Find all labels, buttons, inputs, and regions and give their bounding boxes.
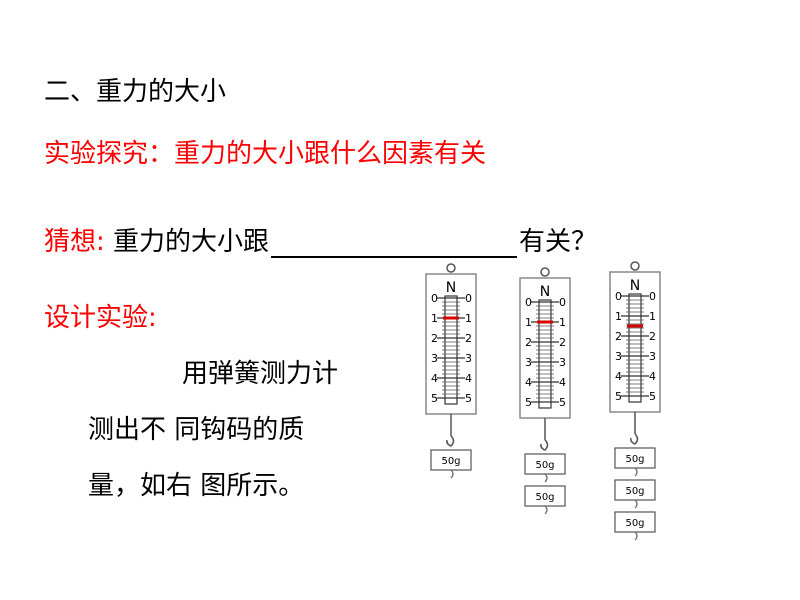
link-hook-icon [544,505,548,515]
tick-label-right: 0 [649,290,656,303]
tick-label-left: 4 [525,376,532,389]
tick-label-right: 0 [559,296,566,309]
link-hook-icon [634,531,638,541]
unit-label: N [540,284,550,300]
mass-label: 50g [535,460,554,471]
tick-label-right: 0 [465,292,472,305]
design-label: 设计实验: [44,303,157,333]
mass-label: 50g [625,486,644,497]
tick-label-left: 4 [615,370,622,383]
tick-label-right: 4 [465,372,472,385]
mass-label: 50g [625,454,644,465]
description-line-3: 量，如右 图所示。 [88,471,305,501]
tick-label-left: 1 [525,316,532,329]
hanging-ring [630,261,640,271]
tick-label-right: 5 [649,390,656,403]
tick-label-left: 2 [525,336,532,349]
tick-label-left: 0 [431,292,438,305]
tick-label-left: 5 [615,390,622,403]
tick-label-left: 3 [615,350,622,363]
tick-label-right: 2 [465,332,472,345]
spring-scale-2: N0 0 1 1 2 2 3 3 4 4 5 5 50g 50g [519,267,571,515]
hook-icon [446,435,455,447]
tick-label-left: 5 [431,392,438,405]
hanging-ring [540,267,550,277]
description-line-2: 测出不 同钩码的质 [88,415,305,445]
tick-label-left: 5 [525,396,532,409]
tick-label-right: 2 [559,336,566,349]
guess-line: 猜想: 重力的大小跟 有关？ [44,226,597,258]
spring-scale-3: N0 0 1 1 2 2 3 3 4 4 5 5 50g 50g 50g [609,261,661,541]
guess-suffix: 有关？ [519,227,598,257]
link-hook-icon [450,469,454,479]
guess-label: 猜想: [44,227,105,257]
tick-label-right: 3 [649,350,656,363]
link-hook-icon [544,473,548,483]
hanging-ring [446,263,456,273]
tick-label-left: 0 [615,290,622,303]
unit-label: N [446,280,456,296]
spring-scale-1: N0 0 1 1 2 2 3 3 4 4 5 5 50g [425,263,477,479]
tick-label-left: 2 [615,330,622,343]
mass-label: 50g [535,492,554,503]
mass-label: 50g [625,518,644,529]
tick-label-left: 1 [615,310,622,323]
tick-label-left: 0 [525,296,532,309]
section-heading: 二、重力的大小 [44,77,227,107]
tick-label-left: 3 [431,352,438,365]
tick-label-right: 3 [465,352,472,365]
mass-label: 50g [441,456,460,467]
guess-blank [271,230,518,258]
tick-label-left: 1 [431,312,438,325]
inquiry-title: 实验探究：重力的大小跟什么因素有关 [44,139,487,169]
tick-label-right: 4 [559,376,566,389]
unit-label: N [630,278,640,294]
tick-label-right: 1 [465,312,472,325]
tick-label-left: 2 [431,332,438,345]
hook-icon [540,439,549,451]
tick-label-left: 4 [431,372,438,385]
tick-label-right: 2 [649,330,656,343]
tick-label-right: 4 [649,370,656,383]
description-line-1: 用弹簧测力计 [182,359,339,389]
tick-label-right: 5 [465,392,472,405]
link-hook-icon [634,467,638,477]
tick-label-left: 3 [525,356,532,369]
link-hook-icon [634,499,638,509]
tick-label-right: 5 [559,396,566,409]
hook-icon [630,433,639,445]
tick-label-right: 1 [649,310,656,323]
guess-text: 重力的大小跟 [113,227,270,257]
tick-label-right: 1 [559,316,566,329]
tick-label-right: 3 [559,356,566,369]
